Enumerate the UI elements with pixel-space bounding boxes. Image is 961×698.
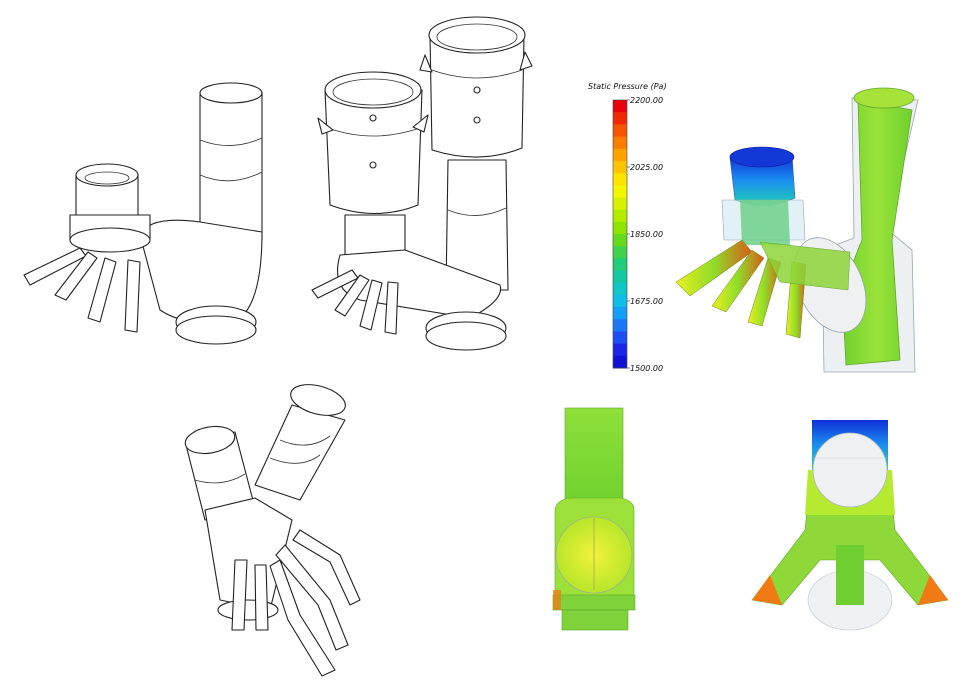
legend-tick-label: 1850.00 (630, 230, 663, 239)
legend-tick-label: 1500.00 (630, 364, 663, 373)
twin-duct-with-mounts-view (311, 16, 533, 351)
legend-band (613, 197, 627, 211)
pressure-contour-side-view (552, 407, 636, 631)
legend-band (613, 343, 627, 357)
legend-title: Static Pressure (Pa) (588, 82, 667, 91)
legend-band (613, 282, 627, 296)
wireframe-top-view (184, 384, 361, 677)
legend-band (613, 185, 627, 198)
pressure-legend: Static Pressure (Pa) 2200.00 2025.00 1850.… (588, 82, 667, 373)
legend-band (613, 355, 627, 369)
pressure-contour-iso-view (675, 87, 919, 373)
legend-band (613, 234, 627, 247)
legend-band (613, 294, 627, 308)
pressure-contour-front-view (751, 420, 949, 631)
single-duct-wireframe-view (23, 82, 263, 345)
legend-band (613, 173, 627, 186)
legend-colorbar (613, 100, 627, 369)
legend-band (613, 258, 627, 272)
legend-band (613, 307, 627, 320)
legend-band (613, 160, 627, 174)
legend-tick-label: 2025.00 (630, 163, 663, 172)
legend-band (613, 331, 627, 345)
legend-band (613, 148, 627, 162)
legend-band (613, 124, 627, 138)
legend-tick-label: 2200.00 (630, 96, 663, 105)
legend-band (613, 209, 627, 223)
legend-band (613, 221, 627, 235)
legend-ticks: 2200.00 2025.00 1850.00 1675.00 1500.00 (627, 96, 663, 373)
legend-tick-label: 1675.00 (630, 297, 663, 306)
legend-band (613, 136, 627, 150)
legend-band (613, 112, 627, 125)
legend-band (613, 246, 627, 259)
legend-band (613, 270, 627, 284)
legend-band (613, 319, 627, 332)
legend-band (613, 100, 627, 113)
